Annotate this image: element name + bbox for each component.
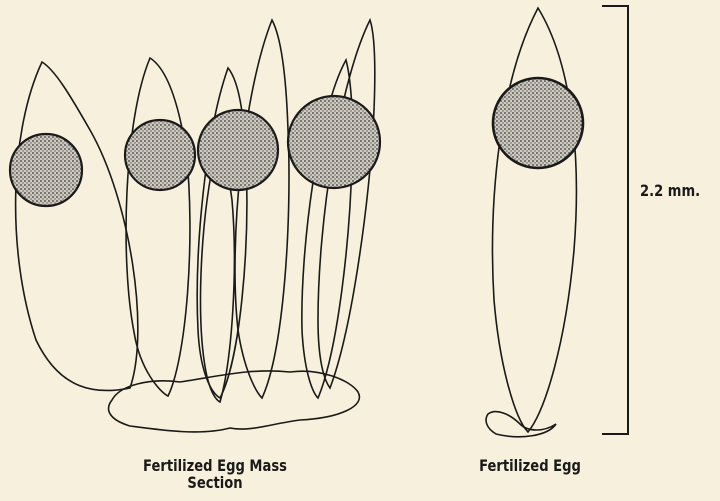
egg-capsule-2 <box>126 58 190 396</box>
egg-mass-base <box>109 371 360 432</box>
label-single-egg: Fertilized Egg <box>456 457 604 474</box>
egg-capsule-4 <box>235 20 289 398</box>
single-egg-yolk <box>493 78 583 168</box>
yolk-2 <box>125 120 195 190</box>
yolk-3 <box>198 110 278 190</box>
egg-capsule-1 <box>16 62 138 391</box>
label-egg-mass: Fertilized Egg Mass Section <box>108 457 321 491</box>
yolk-4 <box>288 96 380 188</box>
label-scale-text: 2.2 mm. <box>640 181 700 200</box>
single-egg-stalk <box>486 412 556 437</box>
label-scale: 2.2 mm. <box>640 182 700 199</box>
scale-bracket <box>602 6 628 434</box>
label-egg-mass-text: Fertilized Egg Mass Section <box>143 456 287 492</box>
yolk-1 <box>10 134 82 206</box>
label-single-egg-text: Fertilized Egg <box>479 456 581 475</box>
egg-capsule-7 <box>318 20 375 388</box>
single-egg-capsule <box>493 8 577 432</box>
